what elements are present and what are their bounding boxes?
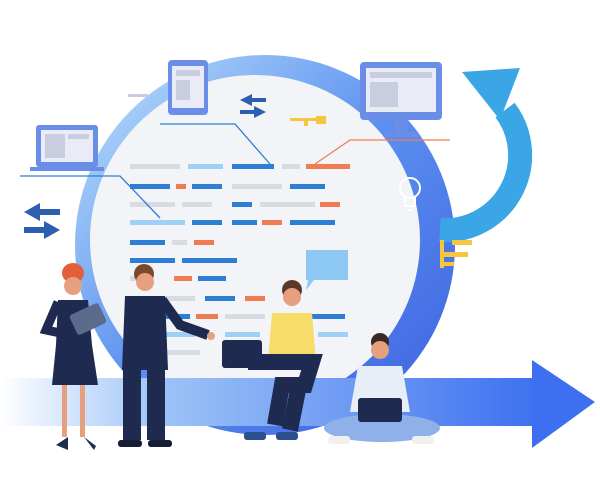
- person-man-laptop-yellow: [222, 280, 323, 440]
- person-man-presenting: [118, 264, 215, 447]
- laptop-icon: [222, 340, 262, 368]
- laptop-icon: [30, 125, 104, 171]
- lightbulb-icon: [399, 177, 421, 211]
- laptop-icon: [358, 398, 402, 422]
- tablet-icon: [168, 60, 208, 115]
- monitor-icon: [360, 62, 442, 137]
- swap-arrows-icon: [240, 94, 266, 118]
- swap-arrows-icon: [24, 203, 60, 239]
- chat-bubble-icon: [306, 250, 348, 290]
- cycle-arrow-icon: [439, 68, 533, 243]
- decor-line: [128, 94, 148, 97]
- person-man-laptop-sitting: [324, 333, 440, 444]
- code-lines: [130, 164, 350, 355]
- connector-lines: [20, 123, 450, 219]
- person-woman-tablet: [39, 263, 107, 450]
- key-icon: [290, 116, 326, 126]
- sticky-notes-icon: [440, 240, 472, 268]
